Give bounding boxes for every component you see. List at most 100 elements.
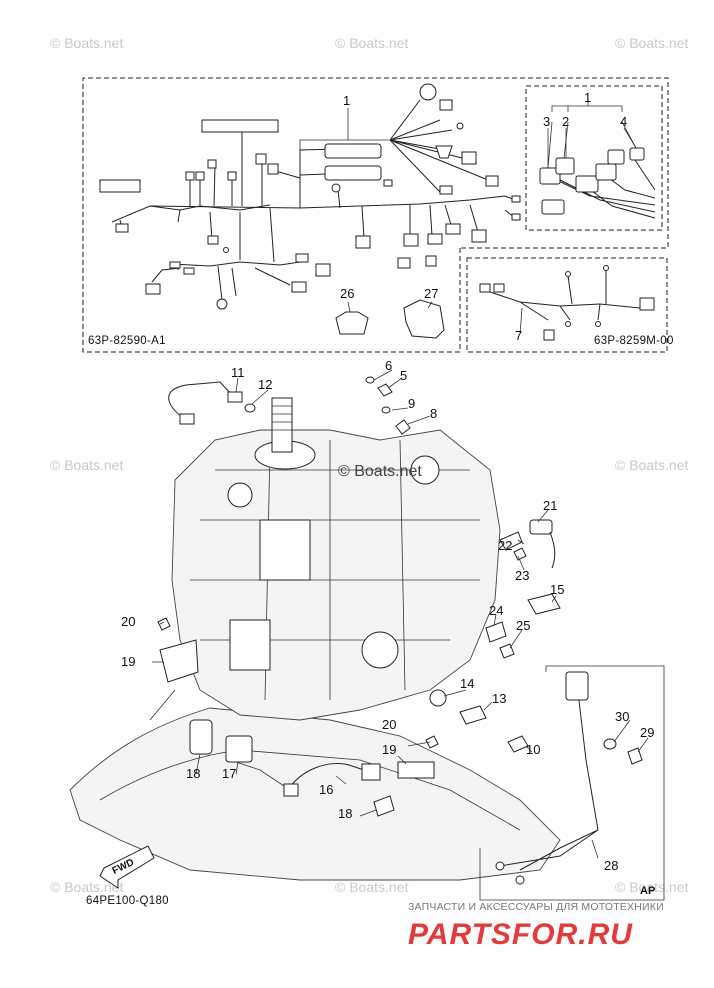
harness-main-box [82,77,669,353]
callout-22: 22 [498,538,512,553]
connector [639,297,655,311]
connector [185,171,195,181]
callout-21: 21 [543,498,557,513]
connector [195,171,205,181]
connector [543,329,555,341]
callout-9: 9 [408,396,415,411]
connector [479,283,491,293]
connector [355,235,371,249]
connector [565,321,571,327]
bolt-20a [157,617,171,631]
bolt-25 [499,643,515,659]
shop-subtitle: ЗАПЧАСТИ И АКСЕССУАРЫ ДЛЯ МОТОТЕХНИКИ [408,901,664,913]
engine-pulley [361,631,399,669]
connector [445,223,461,235]
bolt-10 [507,735,529,753]
engine-pulley [410,455,440,485]
connector [183,267,195,275]
watermark: © Boats.net [50,457,123,473]
callout-11: 11 [231,365,245,380]
callout-29: 29 [640,725,654,740]
callout-20: 20 [121,614,135,629]
connector [575,175,599,193]
grommet-18a [189,719,213,755]
callout-20: 20 [382,717,396,732]
shop-name: PARTSFOR.RU [408,918,633,951]
callout-10: 10 [526,742,540,757]
connector [207,159,217,169]
connector [295,253,309,263]
bolt-20b [425,735,439,749]
harness-sub-code: 63P-8259M-00 [594,335,674,347]
callout-30: 30 [615,709,629,724]
connector [471,229,487,243]
washer-9 [381,406,391,414]
connector [383,179,393,187]
engine-module [259,519,311,581]
callout-5: 5 [400,368,407,383]
harness-clip-27 [403,299,445,339]
connector [397,257,411,269]
sensor-21 [529,519,553,535]
connector-block [99,179,141,193]
connector [461,151,477,165]
cable-28-terminal [515,875,525,885]
watermark: © Boats.net [615,35,688,51]
sensor-11 [227,391,243,403]
cable-28-boot [565,671,589,701]
connector [439,99,453,111]
engine-block [69,397,561,881]
callout-18: 18 [338,806,352,821]
sensor-15 [527,593,561,615]
connector-block [201,119,279,133]
callout-16: 16 [319,782,333,797]
callout-2: 2 [562,114,569,129]
callout-numbers: 1 1 2 3 4 5 6 7 8 9 10 11 12 13 14 15 16… [121,90,654,873]
bracket-24 [485,621,507,643]
connector [435,145,453,159]
watermark: © Boats.net [50,35,123,51]
connector [145,283,161,295]
harness-sub-frame [466,257,668,353]
connector [331,183,341,193]
lead-16-body [361,763,381,781]
loose-parts [99,376,665,901]
bracket-22 [499,531,523,551]
center-watermark: © Boats.net [338,463,422,480]
connector [565,271,571,277]
callout-1: 1 [584,90,591,105]
callout-26: 26 [340,286,354,301]
washer-30 [603,738,617,750]
ap-label: AP [640,885,655,897]
washer-12 [244,403,256,413]
connector [216,298,228,310]
watermark: © Boats.net [335,35,408,51]
crankshaft-end [271,397,293,453]
connector [511,195,521,203]
lead-16-plug [283,783,299,797]
connector [403,233,419,247]
connector [511,213,521,221]
bolt-23 [513,547,527,561]
connector [169,261,181,269]
callout-1: 1 [343,93,350,108]
harness-sub-box [466,257,668,353]
sensor-13 [459,705,487,725]
bracket-19a [159,639,199,683]
harness-detail-box [525,85,663,231]
connector [607,149,625,165]
callout-4: 4 [620,114,627,129]
watermark: © Boats.net [335,879,408,895]
connector [541,199,565,215]
engine-pulley [227,482,253,508]
callout-24: 24 [489,603,503,618]
watermark: © Boats.net [615,879,688,895]
washer-6 [365,376,375,384]
callout-7: 7 [515,328,522,343]
connector [603,265,609,271]
connector [493,283,505,293]
grommet-18b [373,795,395,817]
connector [223,247,229,253]
callout-12: 12 [258,377,272,392]
bolt-29 [627,747,643,765]
